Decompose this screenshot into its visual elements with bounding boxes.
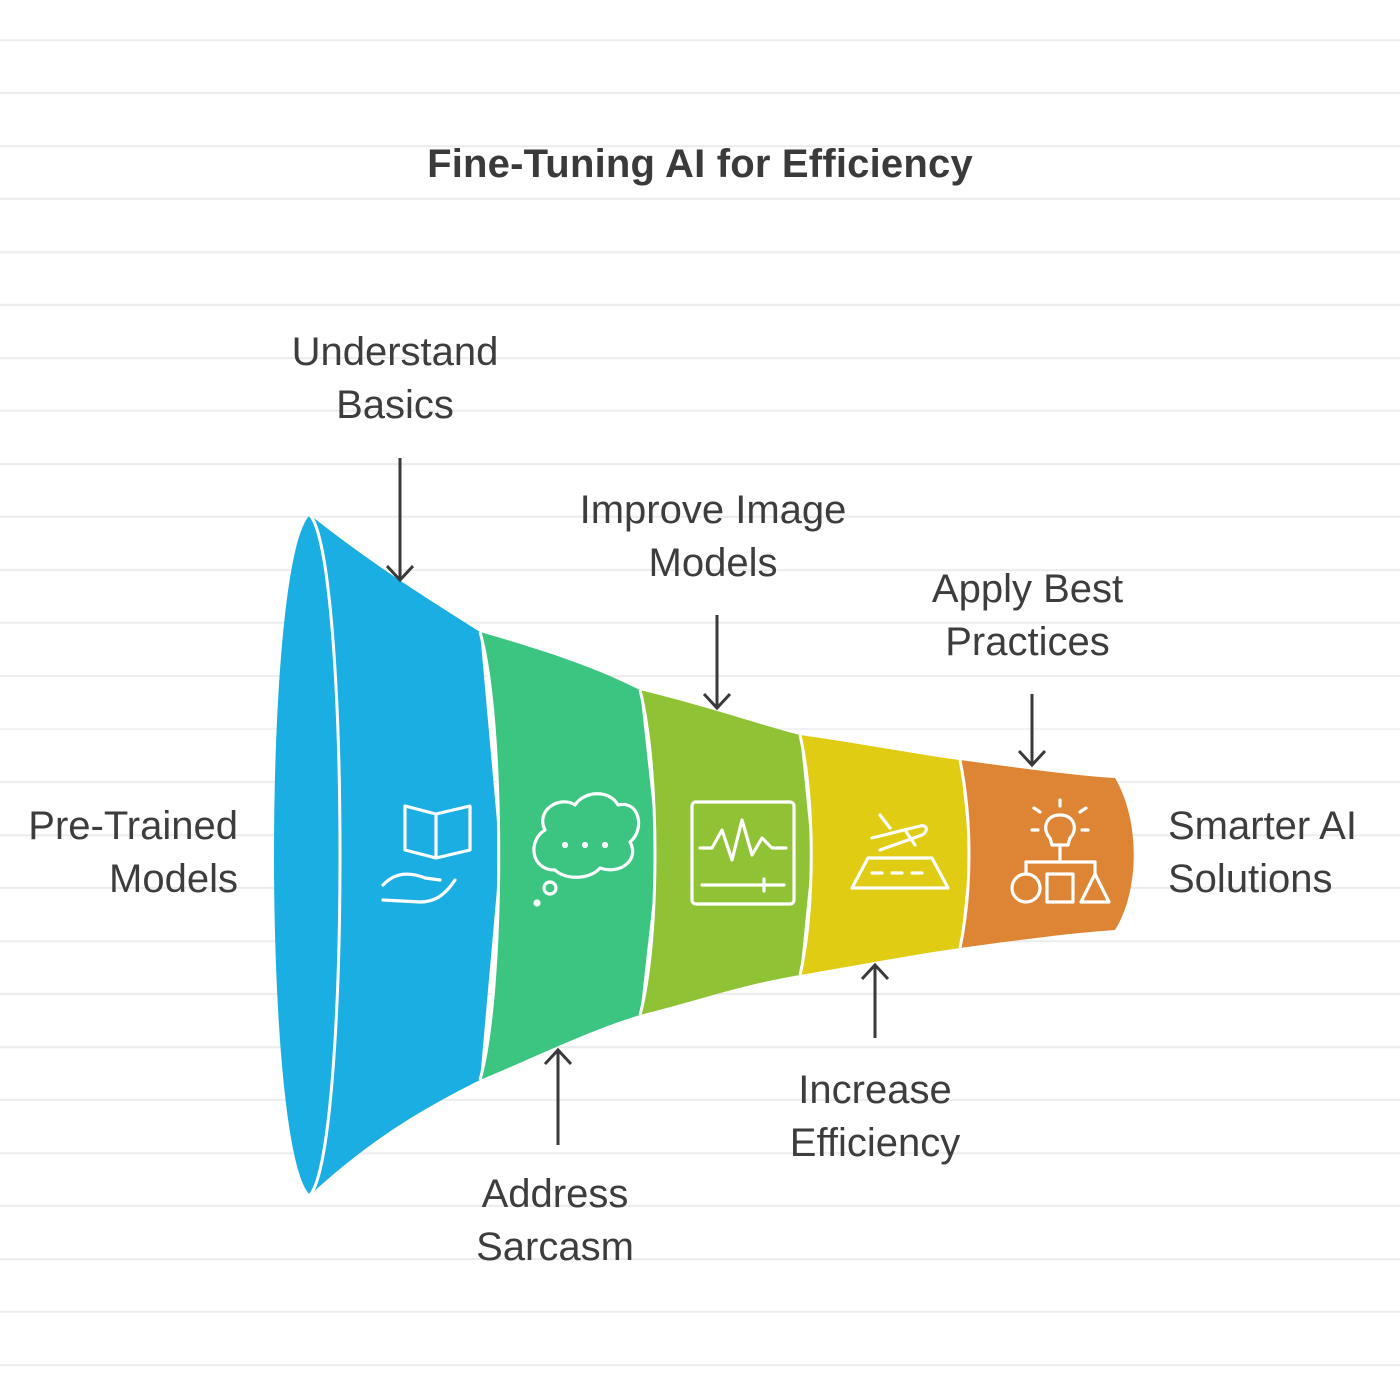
stage-3-line1: Improve Image [579,488,847,532]
stage-label-address-sarcasm: Address Sarcasm [430,1168,680,1274]
stage-5-line2: Practices [945,620,1110,664]
stage-label-apply-best-practices: Apply Best Practices [895,563,1160,669]
stage-1-line1: Understand [291,330,499,374]
arrow-understand-basics [385,458,415,583]
stage-1-line2: Basics [336,383,454,427]
stage-2-line1: Address [481,1172,629,1216]
open-book-in-hand-icon [381,804,472,904]
funnel-mouth-rim [274,515,340,1195]
input-label: Pre-Trained Models [0,800,238,906]
funnel-segment-3 [640,690,812,1015]
funnel-segment-4 [800,735,970,975]
lightbulb-shapes-icon [1010,798,1111,904]
diagram-title: Fine-Tuning AI for Efficiency [427,142,973,186]
airplane-runway-icon [850,813,950,890]
stage-label-understand-basics: Understand Basics [270,326,520,432]
stage-3-line2: Models [648,541,778,585]
arrow-address-sarcasm [543,1047,573,1145]
funnel-segment-2 [480,632,658,1080]
stage-label-improve-image-models: Improve Image Models [553,484,873,590]
output-label-line2: Solutions [1168,857,1333,901]
monitor-waveform-icon [690,800,796,906]
thought-bubble-icon [532,792,641,907]
stage-4-line2: Efficiency [789,1121,961,1165]
output-label: Smarter AI Solutions [1168,800,1393,906]
stage-4-line1: Increase [798,1068,952,1112]
arrow-improve-image-models [702,615,732,711]
stage-5-line1: Apply Best [931,567,1124,611]
arrow-increase-efficiency [860,962,890,1038]
output-label-line1: Smarter AI [1168,804,1357,848]
input-label-line2: Models [109,857,238,901]
stage-label-increase-efficiency: Increase Efficiency [735,1064,1015,1170]
input-label-line1: Pre-Trained [28,804,238,848]
arrow-apply-best-practices [1017,694,1047,768]
segment-dividers [308,514,971,1196]
stage-2-line2: Sarcasm [476,1225,634,1269]
funnel-segment-5 [960,760,1134,948]
